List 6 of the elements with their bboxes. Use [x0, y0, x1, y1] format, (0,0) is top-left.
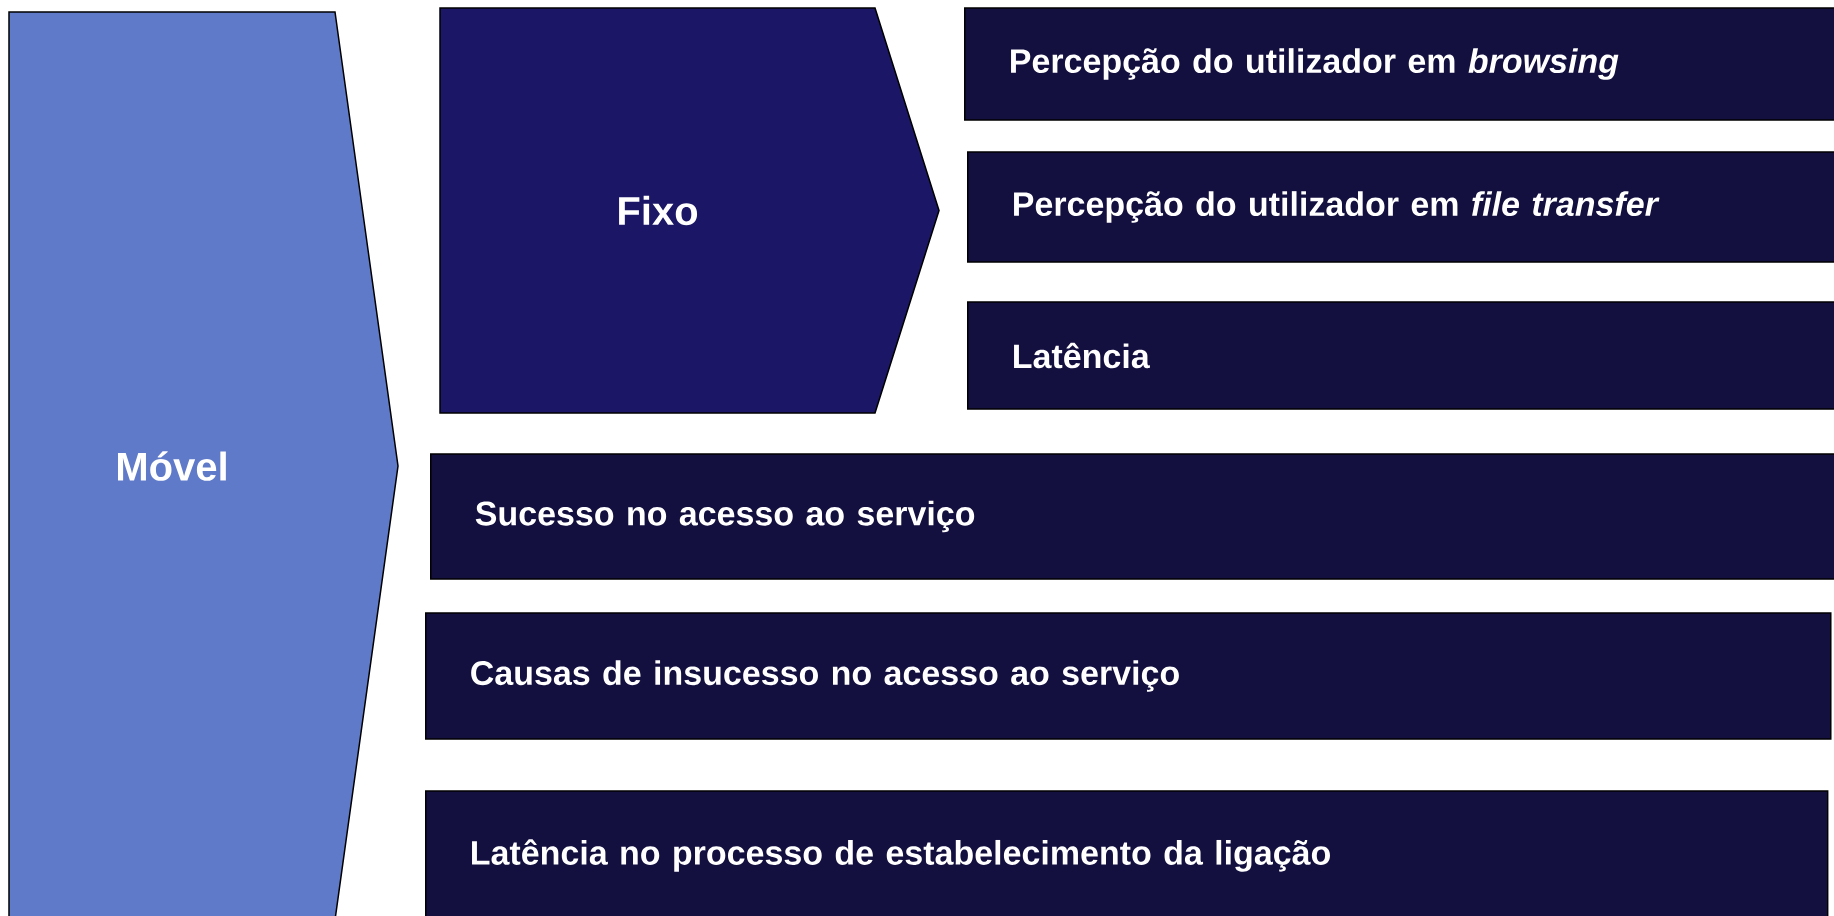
text-box: Latência no processo de estabelecimento da ligação — [425, 790, 1829, 916]
text-box: Percepção do utilizador em browsing — [964, 7, 1834, 121]
text-box: Sucesso no acesso ao serviço — [430, 453, 1834, 580]
text-box: Causas de insucesso no acesso ao serviço — [425, 612, 1832, 740]
text-box: Latência — [967, 301, 1834, 410]
text-box: Percepção do utilizador em file transfer — [967, 151, 1834, 263]
